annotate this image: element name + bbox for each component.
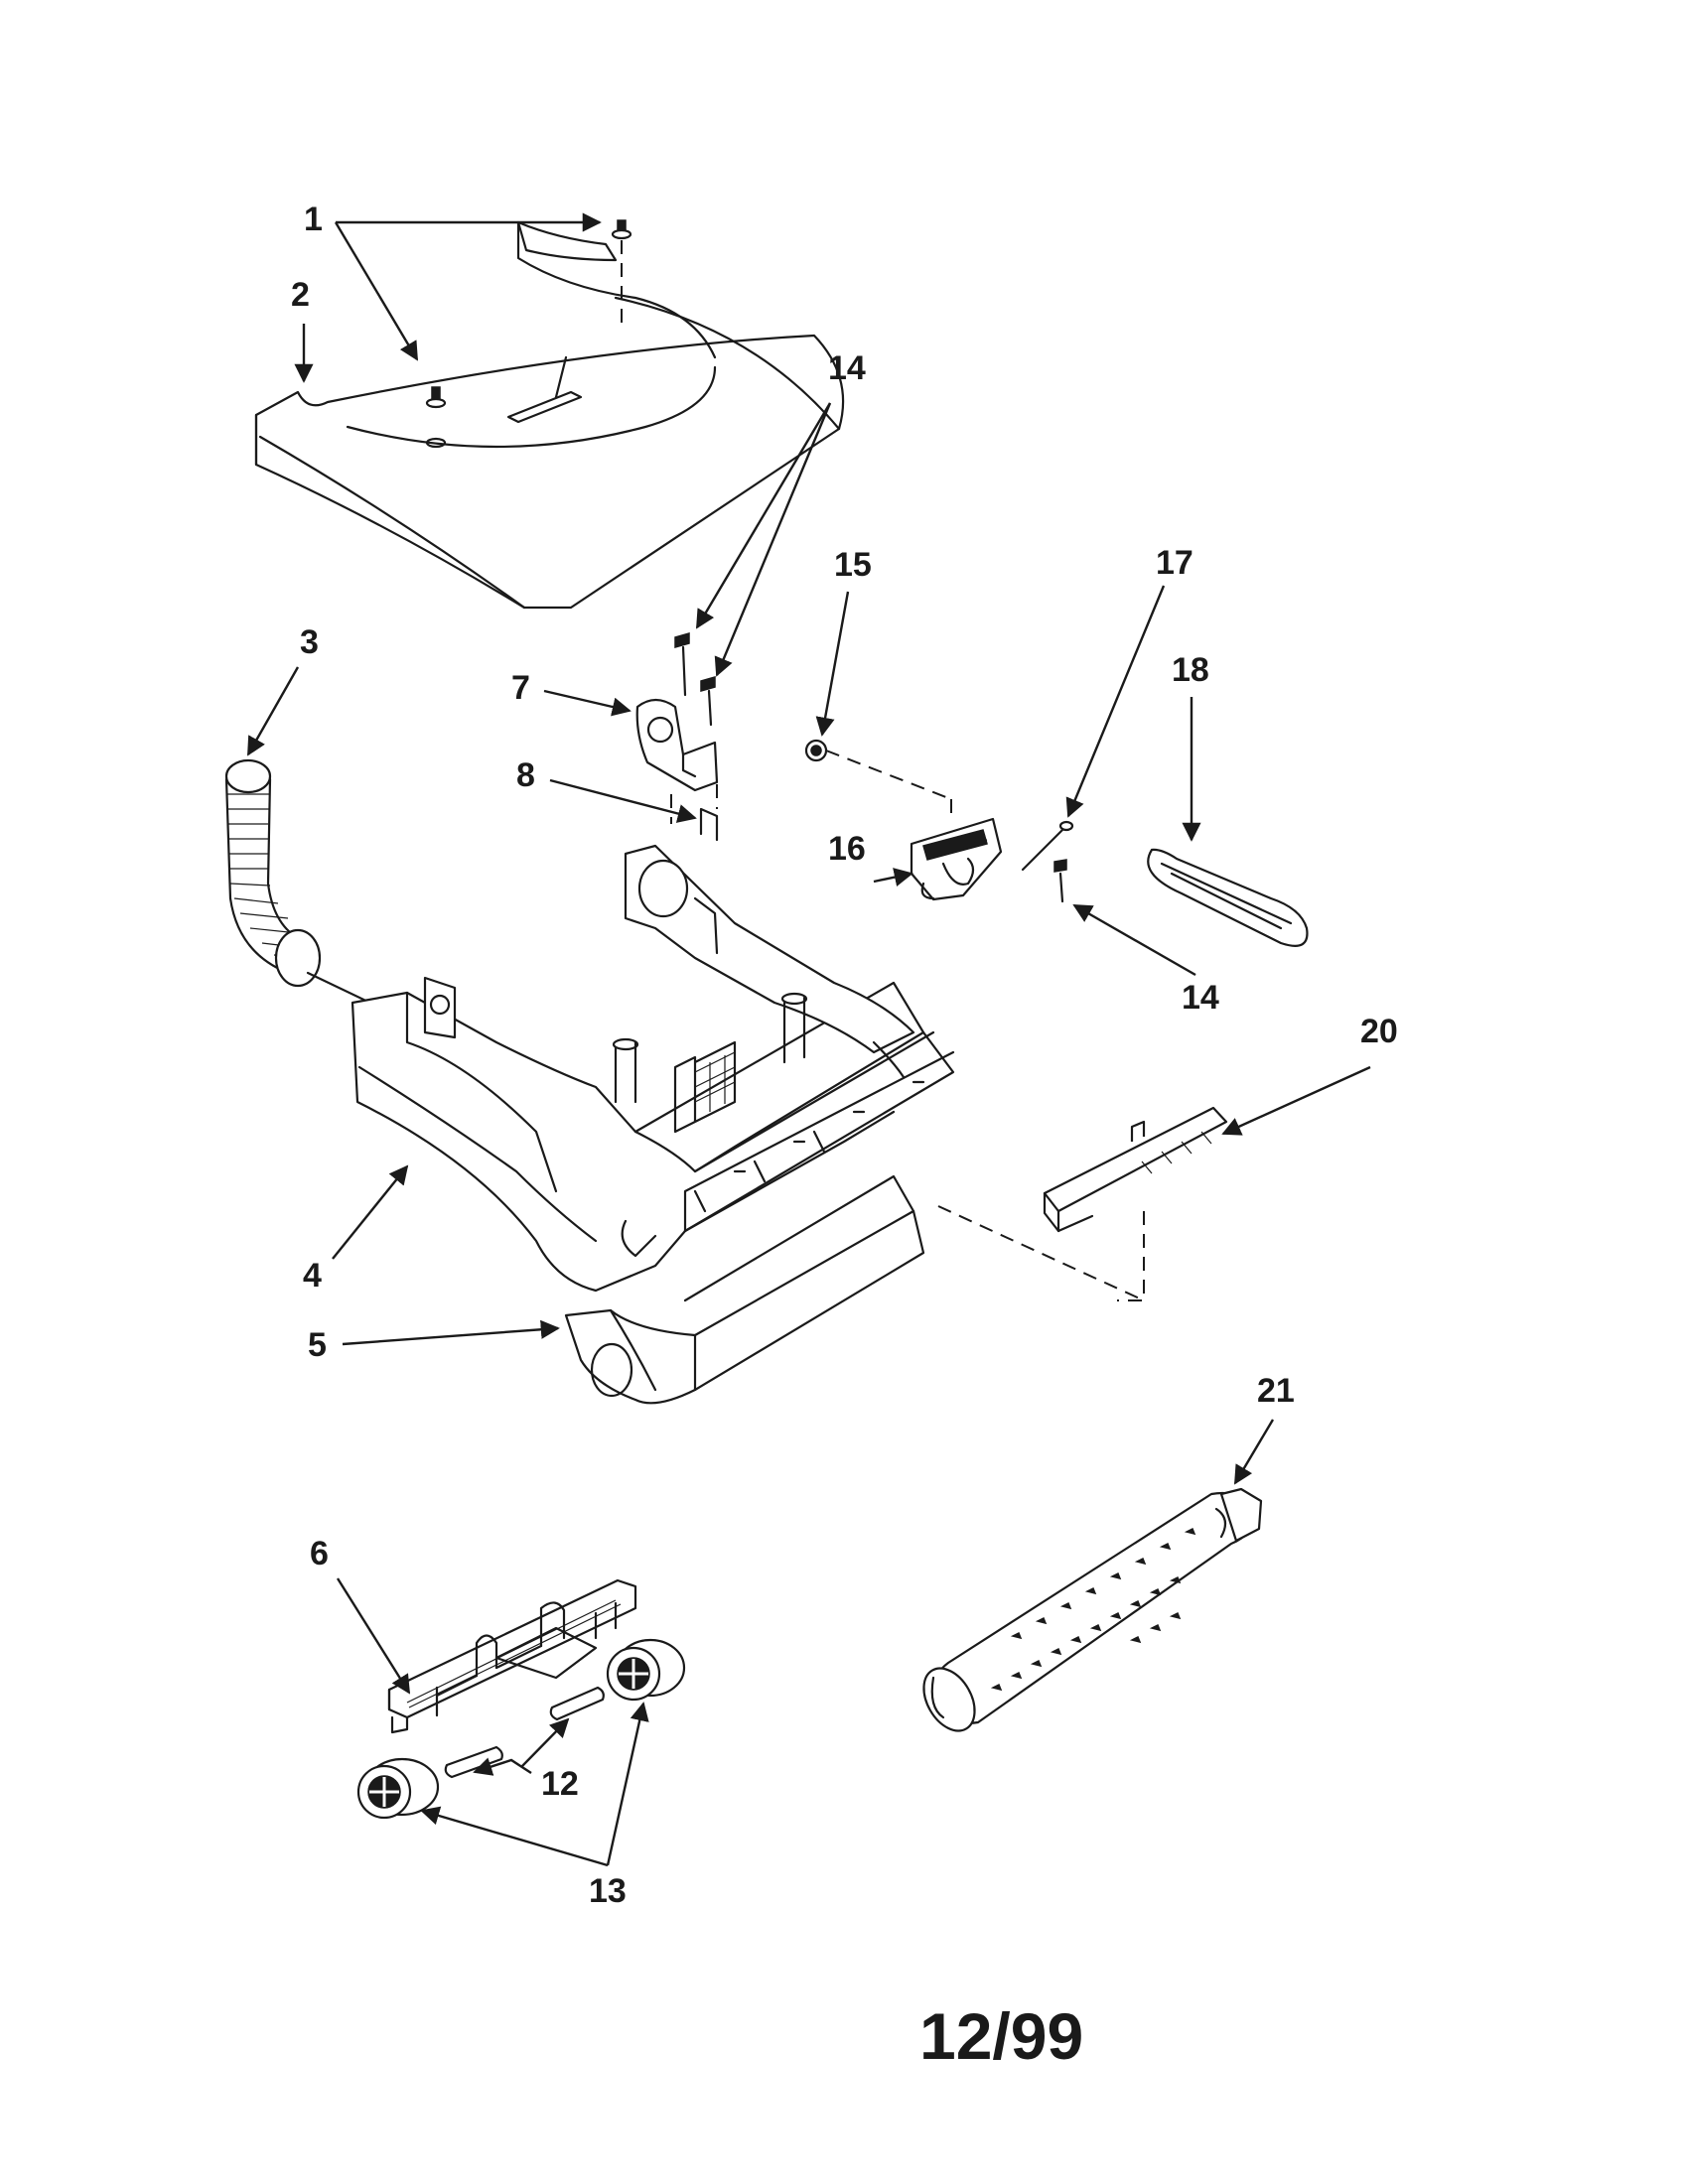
part-8-clip [670, 784, 719, 842]
brush-bristles [990, 1527, 1196, 1692]
screw-left [425, 386, 447, 449]
date-code: 12/99 [919, 1999, 1083, 2073]
base-vents [694, 1051, 736, 1112]
callout-16: 16 [828, 830, 866, 868]
callout-8: 8 [516, 756, 535, 794]
callout-5: 5 [308, 1326, 327, 1364]
callout-17: 17 [1156, 544, 1193, 582]
callout-1: 1 [304, 201, 323, 238]
wheel-right [606, 1638, 686, 1702]
part-5-bumper [564, 1174, 925, 1405]
part-6-carriage [387, 1578, 637, 1734]
part-21-brushroll [922, 1487, 1263, 1732]
callout-21: 21 [1257, 1372, 1295, 1410]
callout-13: 13 [589, 1872, 627, 1910]
callout-20: 20 [1360, 1013, 1398, 1050]
part-4-base [351, 844, 955, 1293]
leader-lines [246, 212, 1371, 1867]
part-7-bracket [635, 698, 719, 792]
callout-12: 12 [541, 1765, 579, 1803]
part-2-hood [254, 220, 845, 610]
callouts: 1 2 3 7 8 4 5 6 12 13 14 15 16 17 18 14 … [291, 201, 1398, 1910]
part-15-gear [804, 739, 952, 800]
wheel-left [356, 1757, 440, 1820]
part-18-belt [1147, 848, 1309, 947]
callout-14-upper: 14 [828, 349, 866, 387]
part-14-screw-lower [1053, 859, 1067, 903]
callout-4: 4 [303, 1257, 322, 1295]
guide-ribs [1141, 1131, 1212, 1174]
part-16-switch [910, 799, 1003, 901]
part-20-guide [937, 1106, 1228, 1301]
callout-6: 6 [310, 1535, 329, 1572]
callout-3: 3 [300, 623, 319, 661]
switch-grille [924, 833, 988, 861]
callout-14-lower: 14 [1182, 979, 1219, 1017]
part-14-screws-upper [674, 632, 716, 727]
part-1-screws [425, 219, 632, 449]
callout-18: 18 [1172, 651, 1209, 689]
callout-15: 15 [834, 546, 872, 584]
part-13-wheels [356, 1638, 686, 1820]
callout-2: 2 [291, 276, 310, 314]
callout-7: 7 [511, 669, 530, 707]
screw-top [611, 219, 632, 328]
part-17-pin [1021, 820, 1074, 872]
